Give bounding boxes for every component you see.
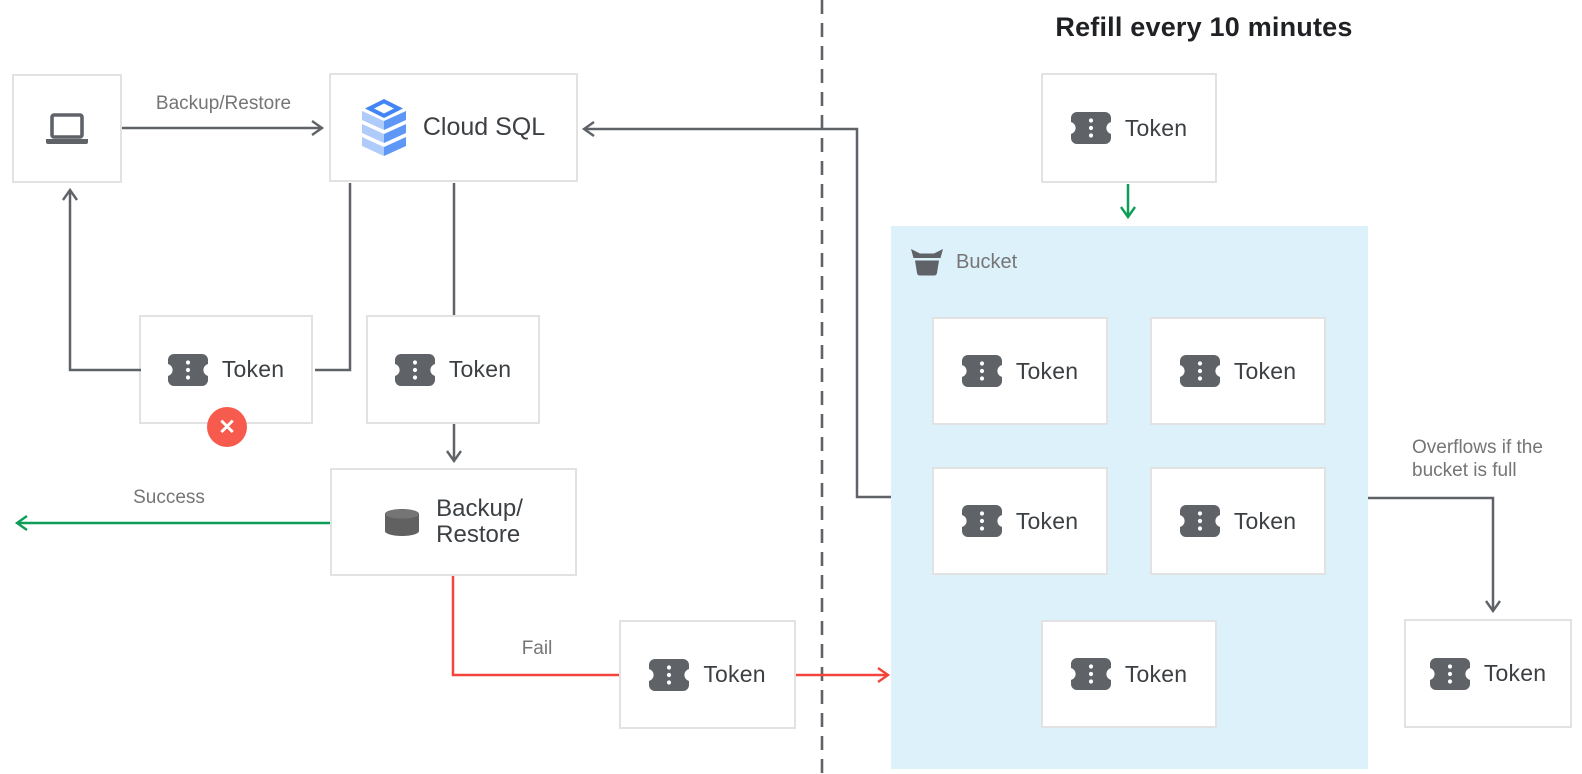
cloud-sql-label: Cloud SQL [422, 113, 546, 141]
ticket-icon [1070, 112, 1111, 144]
backup-restore-label: Backup/ Restore [436, 496, 523, 548]
laptop-icon [44, 112, 90, 146]
bucket-label: Bucket [956, 250, 1018, 273]
token-label: Token [703, 661, 766, 687]
x-circle-icon: ✕ [207, 407, 247, 447]
ticket-icon [961, 355, 1002, 387]
bucket-tag: Bucket [911, 248, 1017, 276]
token-box-rejected: Token [139, 315, 313, 424]
token-label: Token [1015, 357, 1079, 384]
backup-restore-label-line1: Backup/ [436, 495, 523, 522]
token-label: Token [1124, 114, 1188, 141]
token-box-bucket-3: Token [932, 467, 1108, 575]
bucket-icon [911, 248, 943, 276]
x-mark: ✕ [218, 415, 236, 439]
token-label: Token [1233, 357, 1297, 384]
client-box [12, 74, 122, 183]
token-label: Token [221, 356, 285, 382]
token-label: Token [1015, 507, 1079, 534]
token-box-bucket-1: Token [932, 317, 1108, 425]
ticket-icon [394, 353, 435, 386]
success-label: Success [133, 487, 205, 508]
arrow-bucket-to-cloudsql [581, 121, 891, 499]
token-box-pending: Token [366, 315, 540, 424]
ticket-icon [961, 505, 1002, 537]
token-label: Token [1124, 660, 1188, 687]
ticket-icon [1179, 505, 1220, 537]
backup-restore-arrow-label: Backup/Restore [155, 93, 292, 114]
token-label: Token [1233, 507, 1297, 534]
backup-restore-box: Backup/ Restore [330, 468, 577, 576]
token-box-bucket-2: Token [1150, 317, 1326, 425]
token-box-fail: Token [619, 620, 796, 729]
database-icon [384, 508, 420, 536]
overflow-label-line1: Overflows if the [1412, 437, 1543, 458]
ticket-icon [1070, 658, 1111, 690]
token-label: Token [1483, 660, 1547, 686]
refill-title: Refill every 10 minutes [1055, 12, 1353, 42]
backup-restore-label-line2: Restore [436, 521, 521, 548]
cloud-sql-box: Cloud SQL [329, 73, 578, 182]
token-box-refill: Token [1041, 73, 1217, 183]
cloud-sql-icon [361, 98, 406, 157]
ticket-icon [1429, 657, 1470, 690]
ticket-icon [167, 353, 208, 386]
ticket-icon [649, 658, 690, 691]
fail-label: Fail [521, 638, 553, 659]
token-box-overflow: Token [1404, 619, 1572, 728]
arrow-token-to-client [62, 187, 141, 372]
line-fail [451, 576, 619, 677]
token-box-bucket-4: Token [1150, 467, 1326, 575]
overflow-label: Overflows if the bucket is full [1412, 436, 1582, 482]
token-box-bucket-5: Token [1041, 620, 1217, 728]
overflow-label-line2: bucket is full [1412, 460, 1517, 481]
token-label: Token [448, 356, 512, 382]
ticket-icon [1179, 355, 1220, 387]
arrow-overflow [1368, 496, 1501, 614]
